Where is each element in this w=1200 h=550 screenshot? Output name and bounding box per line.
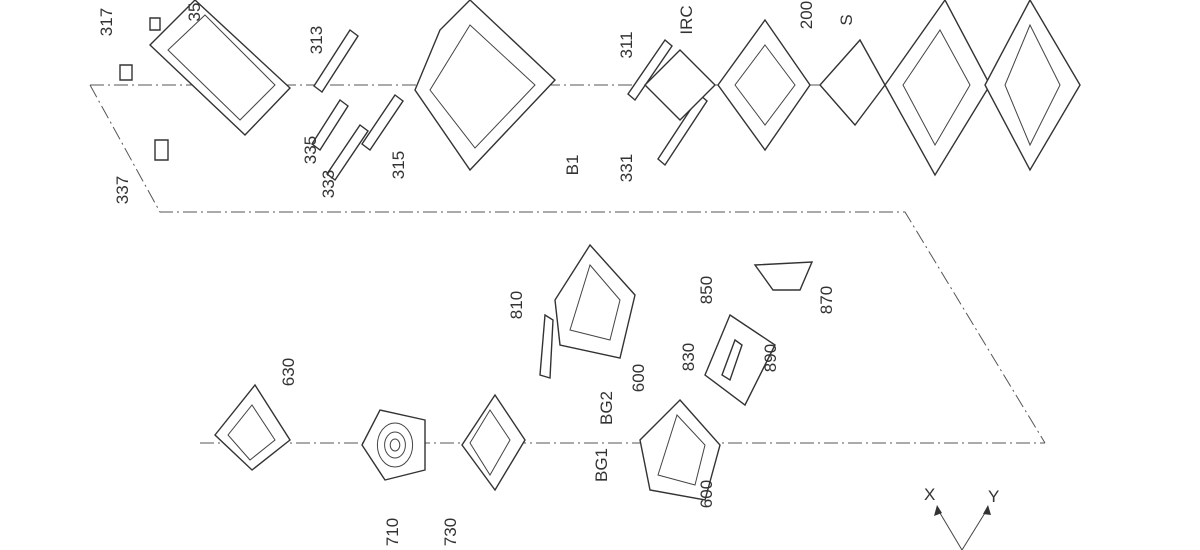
- y-axis-arrow: [961, 507, 989, 550]
- coil-331: [657, 93, 708, 167]
- optical-axis-lines: [89, 84, 1060, 444]
- reference-numeral-870: 870: [817, 286, 836, 314]
- carrier-600-top-inner: [569, 263, 621, 341]
- coil-311: [627, 38, 673, 102]
- holder-frame-inner: [429, 24, 536, 149]
- reference-numeral-333: 333: [319, 170, 338, 198]
- cover-630-inner: [227, 404, 276, 461]
- housing-350: [148, 0, 291, 136]
- reference-numeral-bg1: BG1: [592, 448, 611, 482]
- cover-frame-inner: [1004, 23, 1061, 147]
- reference-numeral-s: S: [837, 14, 856, 25]
- reference-numeral-335: 335: [301, 136, 320, 164]
- reference-numeral-313: 313: [307, 26, 326, 54]
- connecting-axis: [89, 84, 1046, 444]
- reference-numeral-710: 710: [383, 518, 402, 546]
- reference-numeral-315: 315: [389, 151, 408, 179]
- x-axis-arrow: [936, 507, 963, 550]
- reference-numeral-850: 850: [697, 276, 716, 304]
- magnet-830: [721, 338, 743, 382]
- reference-numeral-200: 200: [797, 1, 816, 29]
- board-200: [717, 18, 811, 152]
- reference-numeral-bg2: BG2: [597, 391, 616, 425]
- reference-numeral-irc: IRC: [677, 5, 696, 34]
- y-axis-label: Y: [988, 487, 999, 506]
- bracket-317: [149, 17, 161, 31]
- bracket-337: [154, 139, 169, 161]
- yoke-870: [753, 261, 814, 291]
- lens-ring: [376, 422, 414, 468]
- filter-irc: [644, 49, 716, 121]
- coordinate-axes: X Y: [924, 485, 999, 550]
- reference-numeral-600: 600: [629, 364, 648, 392]
- lens-ring: [384, 431, 406, 459]
- magnet-335: [311, 98, 349, 152]
- reference-numeral-317: 317: [97, 8, 116, 36]
- x-axis-label: X: [924, 485, 935, 504]
- y-arrowhead-icon: [983, 505, 991, 515]
- lens-barrel-730: [461, 393, 526, 492]
- reference-numeral-730: 730: [441, 518, 460, 546]
- lens-ring: [389, 438, 401, 452]
- lens-710: [361, 409, 426, 481]
- cover-630: [214, 383, 291, 471]
- base-coil-inner: [902, 29, 971, 147]
- reference-numeral-331: 331: [617, 154, 636, 182]
- reference-numeral-630: 630: [279, 358, 298, 386]
- reference-numeral-337: 337: [113, 176, 132, 204]
- sensor-810: [539, 313, 554, 379]
- reference-numeral-600: 600: [697, 480, 716, 508]
- reference-numeral-890: 890: [761, 344, 780, 372]
- reference-numeral-35: 35: [185, 3, 204, 22]
- reference-numeral-830: 830: [679, 343, 698, 371]
- carrier-600-top: [554, 243, 636, 359]
- reference-numeral-311: 311: [617, 31, 636, 58]
- bracket-317b: [119, 64, 133, 81]
- board-200-inner: [734, 44, 796, 126]
- reference-numeral-b1: B1: [563, 155, 582, 176]
- carrier-600-bottom: [639, 398, 721, 501]
- magnet-313: [313, 28, 359, 94]
- sensor-s: [819, 38, 886, 127]
- base-coil: [884, 0, 991, 177]
- x-arrowhead-icon: [934, 505, 942, 516]
- cover-frame: [984, 0, 1081, 172]
- holder-frame: [414, 0, 556, 172]
- reference-numeral-810: 810: [507, 291, 526, 319]
- lens-barrel-730-inner: [469, 409, 511, 476]
- magnet-315: [361, 93, 404, 152]
- carrier-600-bottom-inner: [657, 414, 706, 486]
- prism-890: [704, 313, 776, 407]
- magnet-333: [326, 123, 369, 182]
- housing-350-inner: [167, 14, 276, 121]
